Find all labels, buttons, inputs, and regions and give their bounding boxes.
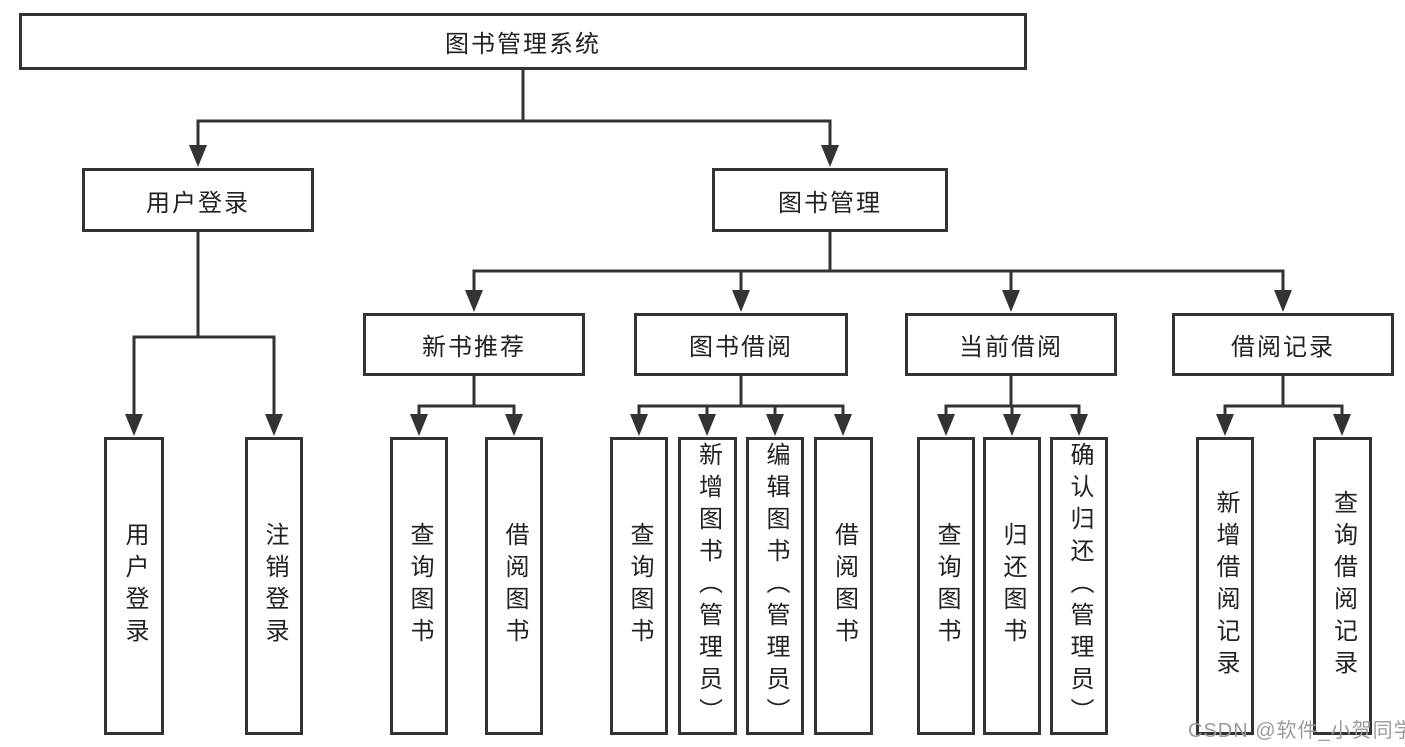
node-book-management: 图书管理 (712, 168, 948, 232)
node-label: 新增图书（管理员） (694, 442, 722, 730)
arrow-down-icon (1333, 414, 1351, 436)
leaf-query-books-borrowing: 查询图书 (610, 437, 668, 735)
leaf-confirm-return-admin: 确认归还（管理员） (1050, 437, 1108, 735)
node-label: 归还图书 (999, 522, 1026, 650)
arrow-down-icon (1274, 290, 1292, 312)
node-label: 借阅记录 (1231, 334, 1335, 361)
leaf-add-borrowing-record: 新增借阅记录 (1196, 437, 1254, 735)
arrow-down-icon (834, 414, 852, 436)
node-label: 新书推荐 (422, 334, 526, 361)
arrow-down-icon (410, 414, 428, 436)
node-label: 新增借阅记录 (1212, 490, 1239, 682)
arrow-down-icon (265, 414, 283, 436)
leaf-query-books-recommend: 查询图书 (390, 437, 448, 735)
node-label: 用户登录 (146, 189, 250, 217)
node-label: 编辑图书（管理员） (762, 442, 789, 730)
node-label: 当前借阅 (959, 334, 1063, 361)
leaf-query-borrowing-record: 查询借阅记录 (1313, 437, 1372, 735)
node-label: 确认归还（管理员） (1066, 442, 1093, 730)
arrow-down-icon (1216, 414, 1234, 436)
node-label: 借阅图书 (501, 522, 528, 650)
arrow-down-icon (1002, 290, 1020, 312)
arrow-down-icon (698, 414, 716, 436)
leaf-edit-books-admin: 编辑图书（管理员） (746, 437, 804, 735)
node-label: 查询借阅记录 (1329, 490, 1357, 682)
arrow-down-icon (821, 145, 839, 167)
node-label: 借阅图书 (830, 522, 858, 650)
arrow-down-icon (766, 414, 784, 436)
arrow-down-icon (125, 414, 143, 436)
leaf-logout: 注销登录 (245, 437, 303, 735)
node-book-borrowing: 图书借阅 (634, 313, 848, 376)
arrow-down-icon (630, 414, 648, 436)
leaf-query-books-current: 查询图书 (917, 437, 975, 735)
arrow-down-icon (732, 290, 750, 312)
node-label: 注销登录 (261, 522, 288, 650)
csdn-watermark: CSDN @软件_小贺同学 (1188, 720, 1405, 742)
arrow-down-icon (465, 290, 483, 312)
arrow-down-icon (1070, 414, 1088, 436)
node-library-management-system: 图书管理系统 (19, 13, 1027, 70)
arrow-down-icon (1003, 414, 1021, 436)
leaf-borrow-books-borrowing: 借阅图书 (814, 437, 873, 735)
node-label: 查询图书 (933, 522, 960, 650)
node-label: 图书管理系统 (445, 31, 601, 58)
node-current-borrowing: 当前借阅 (905, 313, 1117, 376)
node-label: 用户登录 (121, 522, 148, 650)
arrow-down-icon (505, 414, 523, 436)
leaf-add-books-admin: 新增图书（管理员） (678, 437, 737, 735)
leaf-return-books: 归还图书 (983, 437, 1041, 735)
leaf-borrow-books-recommend: 借阅图书 (485, 437, 543, 735)
node-user-login: 用户登录 (82, 168, 314, 232)
arrow-down-icon (937, 414, 955, 436)
arrow-down-icon (189, 145, 207, 167)
node-label: 查询图书 (406, 522, 433, 650)
node-borrowing-records: 借阅记录 (1172, 313, 1394, 376)
leaf-user-login: 用户登录 (104, 437, 164, 735)
node-new-book-recommendation: 新书推荐 (363, 313, 585, 376)
node-label: 图书管理 (778, 189, 882, 217)
arrowheads (125, 145, 1351, 436)
node-label: 查询图书 (626, 522, 653, 650)
node-label: 图书借阅 (689, 334, 793, 361)
